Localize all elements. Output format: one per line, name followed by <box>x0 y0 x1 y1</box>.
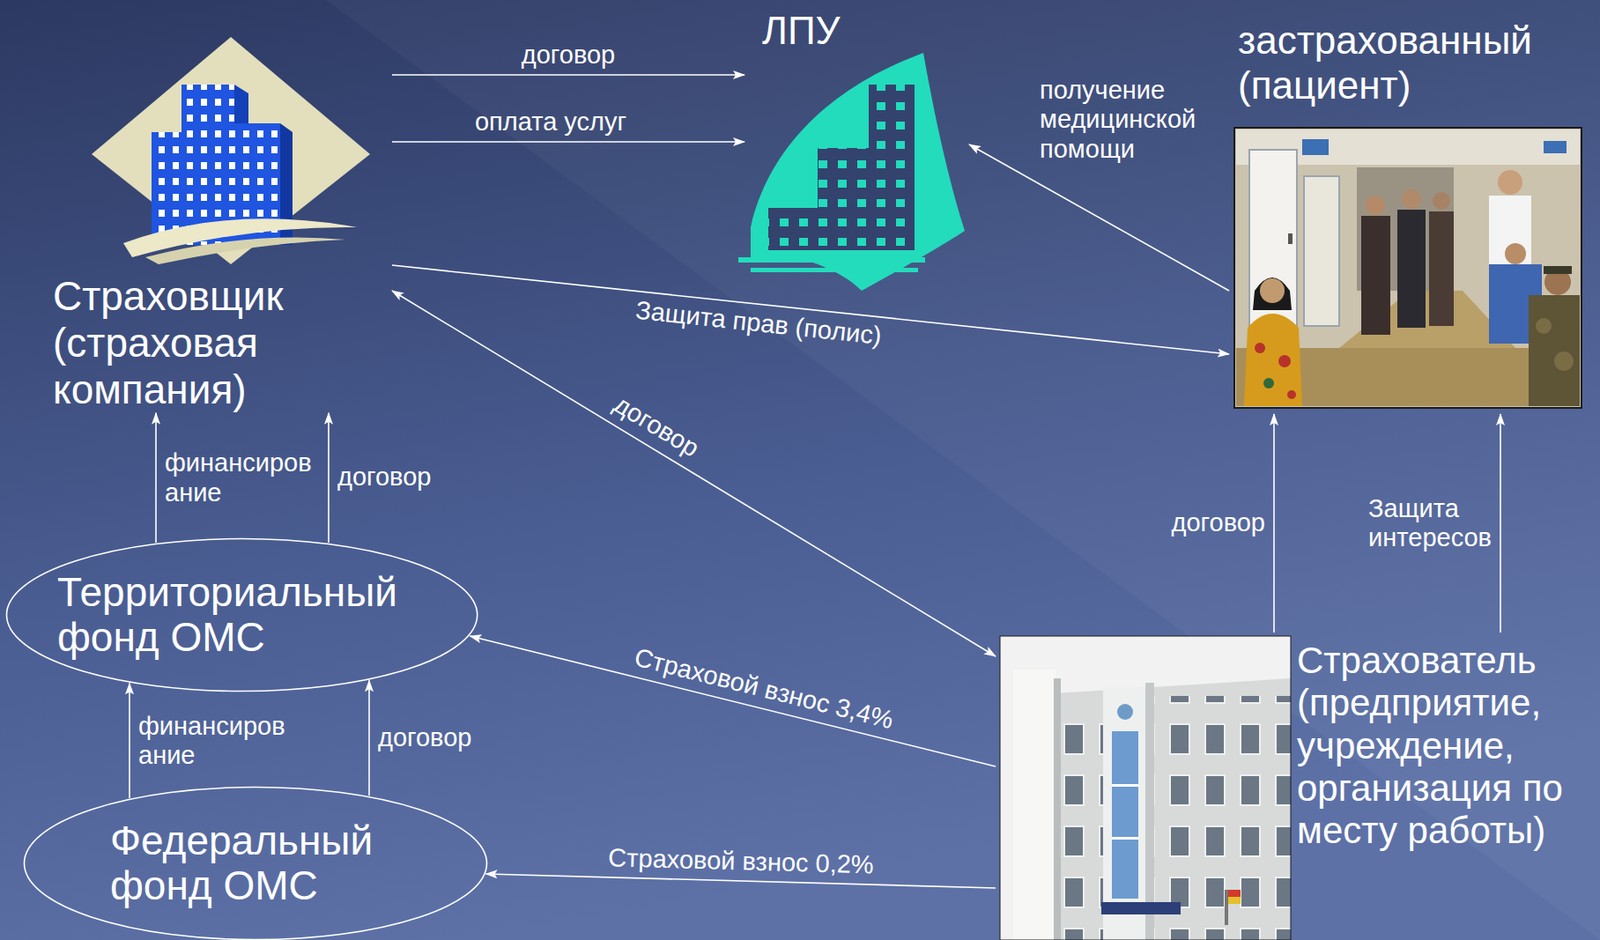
connector-arrow <box>392 290 996 657</box>
clinic-icon-part <box>868 84 915 251</box>
office-building-photo-part <box>1117 703 1134 720</box>
office-building-photo-part <box>1111 837 1139 840</box>
clinic-icon-part <box>817 148 869 251</box>
clinic-corridor-photo-part <box>1234 127 1582 408</box>
edge-label: договор <box>377 723 472 753</box>
office-building-photo-part <box>1000 636 1291 940</box>
office-building-photo-part <box>1224 889 1229 926</box>
clinic-corridor-photo-part <box>1543 140 1567 154</box>
clinic-corridor-photo-part <box>1504 243 1526 265</box>
connector-arrow <box>155 413 157 543</box>
insurer-icon-part <box>145 237 346 266</box>
insurer-icon-part <box>123 218 357 258</box>
node-title: Федеральный фонд ОМС <box>110 818 401 908</box>
clinic-corridor-photo-part <box>1263 377 1275 389</box>
connector-arrow <box>392 265 1230 355</box>
clinic-corridor-photo-part <box>1254 342 1266 354</box>
clinic-corridor-photo-part <box>1429 211 1454 326</box>
clinic-node: ЛПУ <box>744 7 970 294</box>
office-building-photo-part <box>1228 896 1241 904</box>
clinic-corridor-photo-part <box>1249 149 1297 326</box>
clinic-corridor-photo-part <box>1234 127 1582 408</box>
background-part <box>325 0 1600 940</box>
clinic-corridor-photo-part <box>1528 295 1580 407</box>
connector-arrow <box>327 413 330 543</box>
office-building-photo-part <box>1111 731 1139 899</box>
edge-label: получение медицинской помощи <box>1039 75 1230 164</box>
clinic-corridor-photo-part <box>1497 170 1523 195</box>
office-building-photo <box>1000 636 1291 940</box>
connector-arrow <box>368 680 371 796</box>
clinic-icon <box>738 52 965 291</box>
office-building-photo-part <box>1101 902 1181 915</box>
ellipse-shape <box>24 786 488 940</box>
insured-patient-node: застрахованный (пациент) <box>1229 13 1591 415</box>
clinic-icon-part <box>750 267 919 273</box>
connector-arrow <box>1499 414 1502 633</box>
connector-arrow <box>1273 414 1275 633</box>
clinic-icon-part <box>768 207 818 251</box>
clinic-corridor-photo-part <box>1278 355 1291 368</box>
clinic-corridor-photo <box>1234 127 1582 408</box>
edge-label: Защита интересов <box>1368 494 1492 554</box>
clinic-corridor-photo-part <box>1554 351 1574 371</box>
office-building-photo-part <box>1013 669 1056 940</box>
clinic-corridor-photo-part <box>1244 313 1303 407</box>
office-building-photo-part <box>1053 678 1061 940</box>
federal-fund-ellipse: Федеральный фонд ОМС <box>22 785 489 940</box>
office-building-photo-part <box>1145 682 1155 940</box>
connector-arrow <box>469 636 996 767</box>
clinic-corridor-photo-part <box>1401 189 1422 209</box>
node-title: Территориальный фонд ОМС <box>57 570 428 660</box>
edge-label: договор <box>521 40 615 70</box>
clinic-corridor-photo-part <box>1397 209 1426 328</box>
edge-label: финансирование <box>138 711 293 771</box>
edge-label: Защита прав (полис) <box>633 296 882 352</box>
edge-label: оплата услуг <box>474 107 627 137</box>
edge-label: финансирование <box>164 448 319 508</box>
office-building-photo-part <box>1000 636 1291 940</box>
clinic-icon-part <box>750 52 965 291</box>
clinic-icon-part <box>738 257 926 263</box>
clinic-corridor-photo-part <box>1303 176 1340 326</box>
office-building-photo-part <box>1013 678 1291 940</box>
office-building-photo-part <box>1228 889 1241 897</box>
connector-arrow <box>392 74 745 76</box>
clinic-corridor-photo-part <box>1365 195 1386 215</box>
edge-label: договор <box>337 463 431 493</box>
edge-label: Страховой взнос 0,2% <box>607 843 875 881</box>
clinic-corridor-photo-part <box>1252 277 1292 311</box>
edge-label: Страховой взнос 3,4% <box>631 643 897 736</box>
clinic-corridor-photo-part <box>1288 233 1293 245</box>
clinic-corridor-photo-part <box>1535 318 1552 334</box>
node-title: застрахованный (пациент) <box>1237 18 1564 108</box>
connector-arrow <box>969 144 1230 291</box>
connector-arrow <box>128 682 131 799</box>
clinic-corridor-photo-part <box>1361 215 1391 335</box>
clinic-corridor-photo-part <box>1287 390 1297 400</box>
insurer-node: Страховщик (страховая компания) <box>48 35 393 414</box>
insurer-icon-part <box>91 37 371 265</box>
insurer-icon <box>91 37 371 265</box>
clinic-corridor-photo-part <box>1432 192 1451 210</box>
policyholder-node: Страхователь (предприятие, учреждение, о… <box>995 632 1599 940</box>
territorial-fund-ellipse: Территориальный фонд ОМС <box>5 537 479 693</box>
office-building-photo-part <box>1103 687 1148 940</box>
office-building-photo-part <box>1060 704 1104 940</box>
ellipse-shape <box>7 538 478 691</box>
connector-arrow <box>392 140 745 143</box>
office-building-photo-part <box>1111 784 1139 787</box>
clinic-corridor-photo-part <box>1259 278 1285 304</box>
edge-label: договор <box>608 389 704 464</box>
node-title: Страхователь (предприятие, учреждение, о… <box>1296 639 1593 852</box>
node-title: Страховщик (страховая компания) <box>52 273 326 414</box>
clinic-corridor-photo-part <box>1302 139 1329 156</box>
edge-label: договор <box>1171 508 1266 538</box>
node-title: ЛПУ <box>762 8 970 54</box>
clinic-corridor-photo-part <box>1543 266 1572 275</box>
